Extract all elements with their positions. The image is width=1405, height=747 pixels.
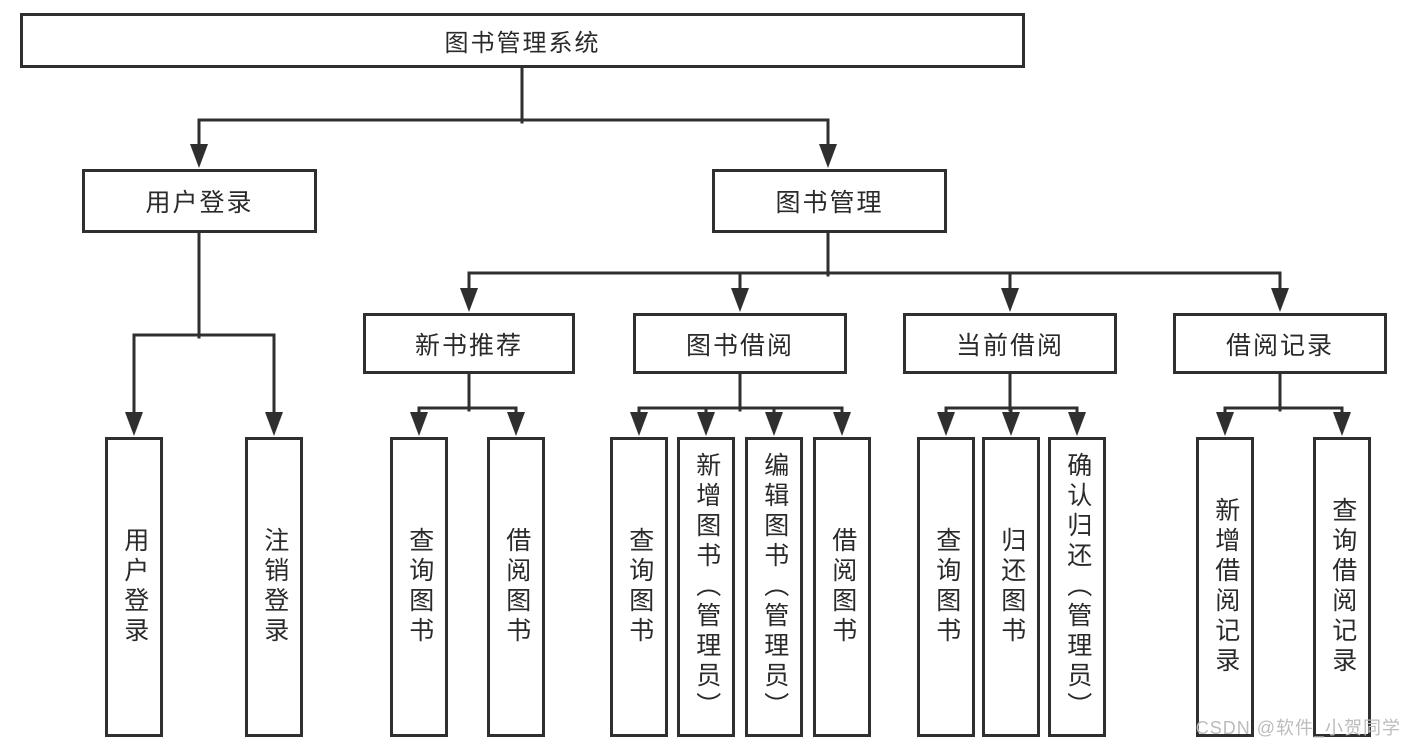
node-label: 查询借阅记录 bbox=[1328, 497, 1357, 677]
node-label: 借阅图书 bbox=[502, 527, 531, 647]
leaf-newbook-borrow-book: 借阅图书 bbox=[487, 437, 545, 737]
node-label: 注销登录 bbox=[260, 527, 289, 647]
node-label: 新增图书（管理员） bbox=[692, 452, 721, 722]
leaf-newbook-query-book: 查询图书 bbox=[390, 437, 448, 737]
leaf-borrow-add-book-admin: 新增图书（管理员） bbox=[677, 437, 735, 737]
node-new-book-recommend: 新书推荐 bbox=[363, 313, 575, 374]
node-label: 编辑图书（管理员） bbox=[760, 452, 789, 722]
leaf-logout-action: 注销登录 bbox=[245, 437, 303, 737]
leaf-records-add-record: 新增借阅记录 bbox=[1196, 437, 1254, 737]
node-root-system: 图书管理系统 bbox=[20, 13, 1025, 68]
node-label: 图书借阅 bbox=[685, 331, 794, 360]
node-label: 图书管理 bbox=[775, 189, 884, 217]
leaf-borrow-query-book: 查询图书 bbox=[610, 437, 668, 737]
node-label: 借阅记录 bbox=[1225, 331, 1334, 360]
csdn-watermark: CSDN @软件_小贺同学 bbox=[1195, 718, 1401, 738]
node-book-management: 图书管理 bbox=[712, 169, 947, 233]
node-book-borrow: 图书借阅 bbox=[633, 313, 847, 374]
node-label: 当前借阅 bbox=[955, 331, 1064, 360]
node-label: 查询图书 bbox=[932, 527, 961, 647]
leaf-borrow-edit-book-admin: 编辑图书（管理员） bbox=[745, 437, 803, 737]
leaf-borrow-borrow-book: 借阅图书 bbox=[813, 437, 871, 737]
node-label: 新书推荐 bbox=[414, 331, 523, 360]
node-label: 图书管理系统 bbox=[444, 30, 601, 57]
leaf-current-return-book: 归还图书 bbox=[982, 437, 1040, 737]
node-label: 查询图书 bbox=[625, 527, 654, 647]
node-label: 用户登录 bbox=[120, 527, 149, 647]
node-borrow-records: 借阅记录 bbox=[1173, 313, 1387, 374]
node-label: 新增借阅记录 bbox=[1211, 497, 1240, 677]
leaf-records-query-record: 查询借阅记录 bbox=[1313, 437, 1371, 737]
leaf-user-login-action: 用户登录 bbox=[105, 437, 163, 737]
node-label: 确认归还（管理员） bbox=[1063, 452, 1092, 722]
leaf-current-confirm-return-admin: 确认归还（管理员） bbox=[1048, 437, 1106, 737]
node-label: 归还图书 bbox=[997, 527, 1026, 647]
node-label: 查询图书 bbox=[405, 527, 434, 647]
node-label: 借阅图书 bbox=[828, 527, 857, 647]
leaf-current-query-book: 查询图书 bbox=[917, 437, 975, 737]
node-user-login: 用户登录 bbox=[82, 169, 317, 233]
node-current-borrow: 当前借阅 bbox=[903, 313, 1117, 374]
node-label: 用户登录 bbox=[145, 189, 254, 217]
